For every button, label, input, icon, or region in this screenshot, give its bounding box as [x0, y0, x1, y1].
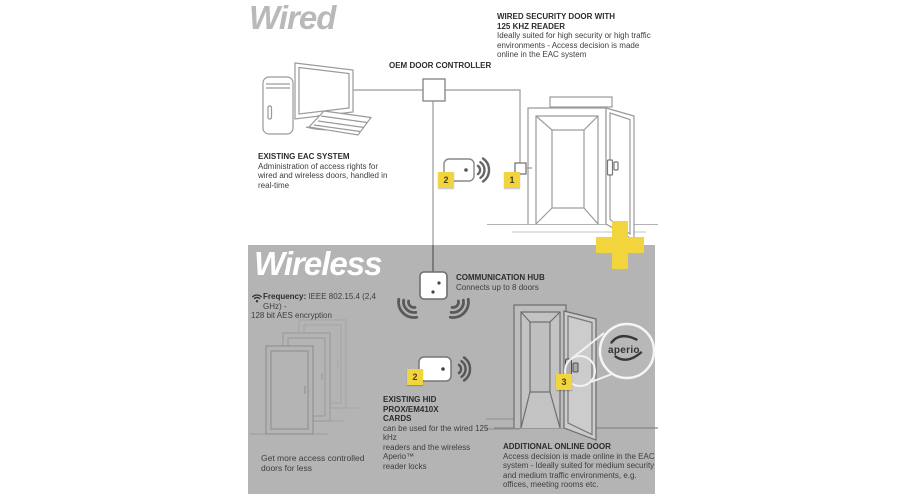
frequency-value: IEEE 802.15.4 (2,4 GHz) -: [263, 292, 376, 311]
communication-hub-icon: [419, 271, 448, 300]
plus-icon: [596, 221, 644, 269]
rfid-waves-icon-wired: [476, 157, 491, 183]
eac-system-body: Administration of access rights for wire…: [258, 161, 388, 190]
oem-controller-label: OEM DOOR CONTROLLER: [389, 61, 492, 70]
rfid-waves-icon-wireless: [457, 356, 472, 382]
door-reader-icon: [514, 162, 532, 175]
additional-door-title: ADDITIONAL ONLINE DOOR: [503, 442, 611, 451]
badge-2-card-wireless: 2: [407, 369, 423, 385]
additional-door-textblock: ADDITIONAL ONLINE DOOR Access decision i…: [503, 442, 673, 490]
wired-security-door-title: WIRED SECURITY DOOR WITH 125 KHZ READER: [497, 12, 616, 31]
badge-3-wireless-lock: 3: [556, 374, 572, 390]
communication-hub-title: COMMUNICATION HUB: [456, 273, 545, 282]
oem-controller-box-icon: [422, 78, 446, 102]
badge-2-card-wired: 2: [438, 172, 454, 188]
eac-system-textblock: EXISTING EAC SYSTEM Administration of ac…: [258, 152, 428, 190]
more-doors-textblock: Get more access controlled doors for les…: [261, 453, 365, 473]
communication-hub-subtitle: Connects up to 8 doors: [456, 283, 539, 292]
frequency-value-line2: 128 bit AES encryption: [251, 311, 332, 320]
prox-card-icon-wireless: [418, 356, 452, 382]
eac-computer-icon: [262, 62, 373, 136]
aperio-logo-text: aperio: [608, 345, 640, 356]
hub-waves-right-icon: [448, 297, 470, 319]
badge-1-door-reader: 1: [504, 172, 520, 188]
wired-section-heading: Wired: [249, 0, 336, 36]
communication-hub-textblock: COMMUNICATION HUB Connects up to 8 doors: [456, 273, 586, 293]
existing-cards-title: EXISTING HID PROX/EM410X CARDS: [383, 395, 439, 423]
wifi-icon: [252, 294, 262, 303]
eac-system-title: EXISTING EAC SYSTEM: [258, 152, 350, 161]
magnifier-callout-icon: [564, 322, 656, 387]
wired-door-illustration: [487, 96, 658, 242]
wired-security-door-textblock: WIRED SECURITY DOOR WITH 125 KHZ READER …: [497, 12, 682, 60]
wired-security-door-body: Ideally suited for high security or high…: [497, 31, 651, 59]
wireless-section-heading: Wireless: [254, 245, 382, 282]
existing-cards-body: can be used for the wired 125 kHz reader…: [383, 423, 489, 471]
aperio-logo-arcs: [610, 334, 643, 361]
hub-waves-left-icon: [397, 297, 419, 319]
wire-controller-to-door: [445, 89, 521, 163]
ghost-doors-illustration: [250, 319, 360, 435]
frequency-textblock: Frequency: IEEE 802.15.4 (2,4 GHz) - 128…: [251, 292, 396, 321]
frequency-label: Frequency:: [263, 292, 307, 301]
additional-door-body: Access decision is made online in the EA…: [503, 451, 655, 490]
existing-cards-textblock: EXISTING HID PROX/EM410X CARDS can be us…: [383, 395, 493, 471]
